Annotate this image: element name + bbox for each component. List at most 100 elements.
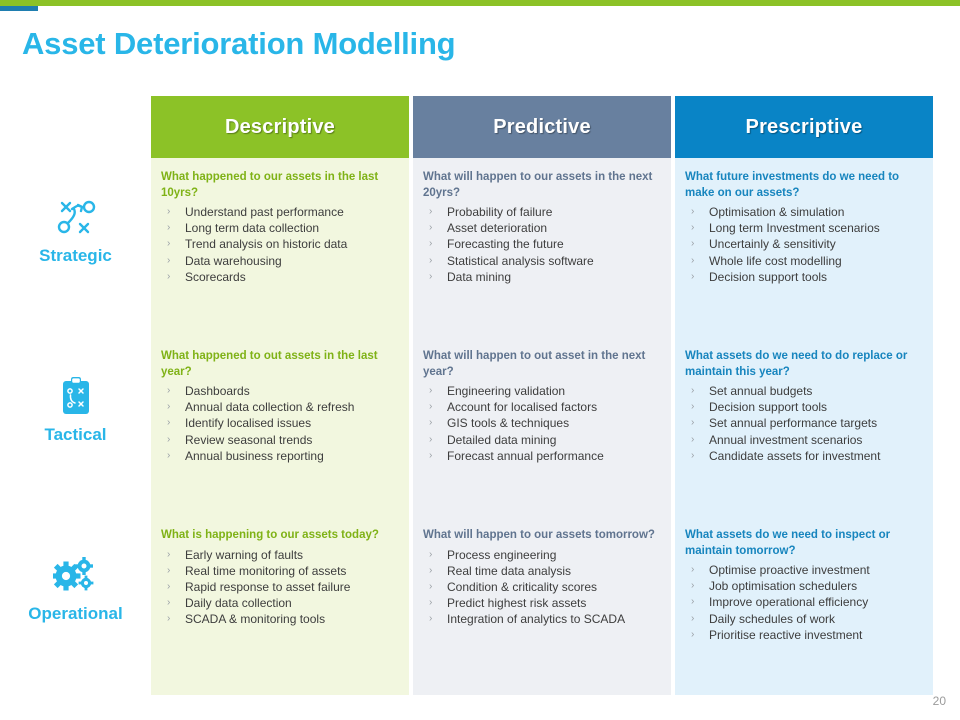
row-label-strategic-text: Strategic [39,246,112,265]
list-item-label: Trend analysis on historic data [185,237,348,252]
column-header-descriptive: Descriptive [151,96,409,158]
chevron-right-icon: › [429,385,433,396]
chevron-right-icon: › [691,222,695,234]
list-item-label: Asset deterioration [447,221,548,236]
column-prescriptive: Prescriptive What future investments do … [675,96,933,695]
list-item: › Understand past performance [161,204,399,220]
row-label-operational-text: Operational [28,604,123,623]
chevron-right-icon: › [429,401,433,413]
chevron-right-icon: › [429,206,433,217]
list-item: ›Condition & criticality scores [423,579,661,595]
chevron-right-icon: › [429,548,433,560]
cell-question: What assets do we need to inspect or mai… [685,529,891,557]
gears-icon [52,552,99,598]
row-label-strategic: Strategic [0,160,151,339]
top-accent-bar [0,0,960,6]
chevron-right-icon: › [167,238,171,250]
list-item-label: Optimisation & simulation [709,205,845,219]
list-item: ›Identify localised issues [161,415,399,431]
list-item-label: Job optimisation schedulers [709,579,858,594]
list-item-label: Statistical analysis software [447,253,594,268]
cell-operational-descriptive: What is happening to our assets today? ›… [151,516,409,695]
chevron-right-icon: › [691,628,695,640]
list-item-label: Predict highest risk assets [447,596,587,611]
list-item-label: Engineering validation [447,384,566,398]
cell-operational-predictive: What will happen to our assets tomorrow?… [413,516,671,695]
row-label-operational: Operational [0,518,151,697]
chevron-right-icon: › [167,270,171,282]
chevron-right-icon: › [167,206,171,217]
list-item-label: Scorecards [185,269,246,284]
cell-question: What happened to our assets in the last … [161,171,379,199]
chevron-right-icon: › [167,597,171,609]
chevron-right-icon: › [429,597,433,609]
clipboard-plan-icon [59,373,93,419]
list-item-label: Whole life cost modelling [709,253,842,268]
chevron-right-icon: › [691,385,695,396]
list-item-label: Uncertainly & sensitivity [709,237,836,252]
list-item: ›Daily schedules of work [685,611,923,627]
chevron-right-icon: › [167,385,171,396]
list-item: › Annual investment scenarios [685,432,923,448]
list-item-label: Forecast annual performance [447,448,604,463]
list-item-label: Daily data collection [185,596,292,611]
list-item-label: Probability of failure [447,205,553,219]
list-item: ›Prioritise reactive investment [685,627,923,643]
list-item: › Predict highest risk assets [423,595,661,611]
list-item-label: Annual data collection & refresh [185,400,355,415]
list-item-label: Annual business reporting [185,448,324,463]
list-item-label: Detailed data mining [447,432,557,447]
list-item: › Annual data collection & refresh [161,399,399,415]
list-item: › Scorecards [161,269,399,285]
list-item: ›SCADA & monitoring tools [161,611,399,627]
column-predictive: Predictive What will happen to our asset… [413,96,671,695]
cell-question: What will happen to our assets in the ne… [423,171,653,199]
analytics-matrix: Descriptive What happened to our assets … [151,96,933,695]
chevron-right-icon: › [429,580,433,592]
chevron-right-icon: › [691,417,695,429]
chevron-right-icon: › [691,254,695,266]
chevron-right-icon: › [167,417,171,429]
list-item: › Annual business reporting [161,448,399,464]
list-item-label: Dashboards [185,384,250,398]
list-item-label: Integration of analytics to SCADA [447,612,626,627]
list-item: › Engineering validation [423,383,661,399]
column-header-prescriptive: Prescriptive [675,96,933,158]
list-item-label: Decision support tools [709,400,828,415]
column-body-prescriptive: What future investments do we need to ma… [675,158,933,695]
list-item-label: Annual investment scenarios [709,432,863,447]
column-body-predictive: What will happen to our assets in the ne… [413,158,671,695]
cell-question: What will happen to out asset in the nex… [423,350,646,378]
chevron-right-icon: › [691,433,695,445]
chevron-right-icon: › [167,449,171,461]
chevron-right-icon: › [691,580,695,592]
list-item-label: Process engineering [447,547,557,562]
list-item: ›Decision support tools [685,399,923,415]
page-number: 20 [932,694,946,708]
list-item-label: Forecasting the future [447,237,564,252]
cell-bullet-list: › Dashboards › Annual data collection & re… [161,383,399,464]
list-item-label: Real time data analysis [447,563,572,578]
list-item: › Daily data collection [161,595,399,611]
list-item: ›Decision support tools [685,269,923,285]
list-item: ›Long term Investment scenarios [685,220,923,236]
cell-bullet-list: ›Optimisation & simulation ›Long term In… [685,204,923,285]
list-item-label: Understand past performance [185,205,344,219]
list-item: ›Candidate assets for investment [685,448,923,464]
chevron-right-icon: › [691,270,695,282]
cell-bullet-list: ›Optimise proactive investment ›Job opti… [685,562,923,643]
cell-strategic-predictive: What will happen to our assets in the ne… [413,158,671,337]
chevron-right-icon: › [167,401,171,413]
list-item-label: Review seasonal trends [185,432,313,447]
cell-question: What will happen to our assets tomorrow? [423,529,655,541]
list-item: ›Optimisation & simulation [685,204,923,220]
chevron-right-icon: › [167,254,171,266]
chevron-right-icon: › [691,596,695,608]
chevron-right-icon: › [167,222,171,234]
cell-question: What future investments do we need to ma… [685,171,900,199]
chevron-right-icon: › [691,449,695,461]
list-item-label: SCADA & monitoring tools [185,612,326,627]
chevron-right-icon: › [429,254,433,266]
cell-strategic-prescriptive: What future investments do we need to ma… [675,158,933,337]
list-item: ›Long term data collection [161,220,399,236]
